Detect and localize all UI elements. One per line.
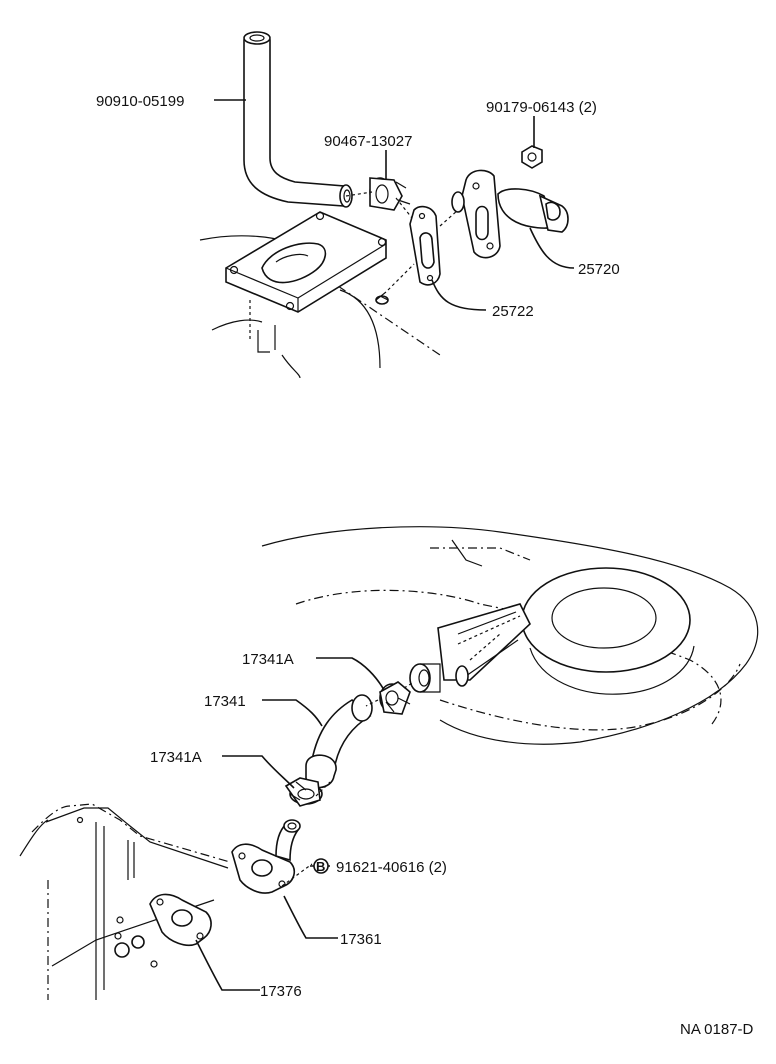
bolt-marker: B [313,858,329,874]
label-bolt: 91621-40616 (2) [336,859,447,876]
lower-gasket [149,893,212,947]
lower-assembly: B 17341A 17341 17341A 91621-40616 (2) 17… [19,526,759,1000]
label-valve: 25720 [578,261,620,278]
pcv-valve [451,169,569,259]
air-cleaner [261,526,759,745]
nut [521,145,543,169]
stud [375,291,389,305]
label-clamp-a-top: 17341A [242,651,294,668]
leaders-upper [214,99,575,311]
upper-assembly: 90910-05199 90467-13027 90179-06143 (2) … [96,31,620,379]
label-pipe: 17361 [340,931,382,948]
drawing-code: NA 0187-D [680,1021,754,1038]
manifold-flange [225,211,387,313]
alignment-lines-lower [281,681,415,887]
ventilation-pipe [231,819,301,894]
label-clamp-a-bottom: 17341A [150,749,202,766]
engine-block [19,803,231,1000]
label-nut: 90179-06143 (2) [486,99,597,116]
label-gasket-lower: 17376 [260,983,302,1000]
label-hose-upper: 90910-05199 [96,93,184,110]
clamp-a-top [379,681,411,715]
label-gasket-upper: 25722 [492,303,534,320]
label-clamp-upper: 90467-13027 [324,133,412,150]
upper-hose [243,31,353,208]
upper-gasket [409,205,441,286]
cleaner-fitting [409,663,441,693]
lower-hose [305,694,373,789]
bolt-marker-letter: B [316,859,325,874]
clamp-a-bottom [284,777,323,807]
upper-clamp [369,177,411,211]
label-hose-lower: 17341 [204,693,246,710]
